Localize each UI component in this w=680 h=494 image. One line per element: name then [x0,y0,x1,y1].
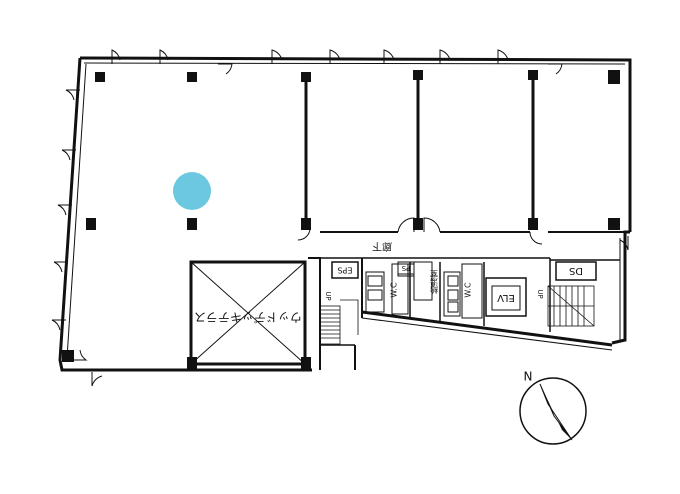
wc2-label: W.C [464,282,473,298]
location-marker [173,172,211,210]
eps-label: EPS [338,266,353,275]
wood-deck-terrace: ウッドデッキテラス [189,260,307,366]
core-rooms: EPS PS DS 給湯室 W.C W.C UP UP [324,261,597,301]
up-left-label: UP [324,291,332,300]
hot-water-label: 給湯室 [430,270,439,295]
elevator: ELV [485,277,527,317]
north-compass: N [519,370,587,445]
stair-right [547,285,595,327]
columns [62,70,620,369]
wood-deck-label: ウッドデッキテラス [194,310,302,325]
up-right-label: UP [536,289,544,298]
north-label: N [524,370,533,384]
stair-left [319,299,359,345]
door-swings [51,49,629,387]
corridor-label: 廊下 [372,240,392,253]
wc1-label: W.C [390,282,399,298]
exterior-walls [58,56,632,372]
elv-label: ELV [497,292,515,303]
ps-label: PS [401,264,410,272]
ds-label: DS [569,265,583,276]
